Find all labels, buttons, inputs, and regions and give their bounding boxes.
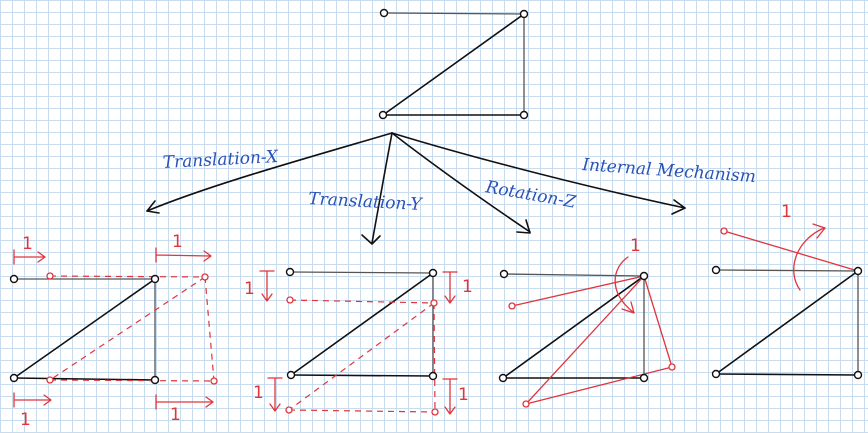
arrowhead-internal-mechanism (671, 199, 686, 215)
joint-bottom-right (150, 375, 160, 385)
displaced-right-link (433, 302, 436, 413)
unit-arrow-top-right (155, 247, 212, 263)
unit-label-2: 1 (172, 232, 183, 252)
unit-arrow-bottom-right (442, 378, 458, 415)
rotation-arc-arrowhead (812, 223, 826, 239)
rotated-top-link (723, 230, 859, 272)
displaced-diagonal-link (288, 302, 435, 411)
top-link (383, 12, 525, 15)
displaced-top-link (289, 299, 435, 304)
joint-bottom-left (9, 373, 19, 383)
joint-bottom-right (428, 371, 438, 381)
unit-arrow-top-right (442, 271, 458, 304)
displaced-joint-bottom-right (210, 377, 218, 385)
arrow-to-translation-x (146, 132, 393, 212)
diagonal-link (502, 275, 645, 379)
arrow-to-rotation-z (391, 132, 531, 233)
rotated-joint-top-left (508, 302, 516, 310)
label-rotation-z: Rotation-Z (483, 177, 578, 213)
joint-top-right (853, 266, 863, 276)
label-translation-y: Translation-Y (308, 189, 424, 215)
rotated-diagonal-link (525, 275, 645, 405)
bottom-link (13, 377, 156, 381)
arrow-to-internal-mechanism (391, 132, 686, 209)
rotated-bottom-link (525, 366, 673, 405)
arrow-to-translation-y (371, 132, 393, 244)
joint-bottom-right (853, 370, 863, 380)
rotation-arc-arrow (614, 256, 634, 313)
joint-top-right (519, 9, 529, 19)
joint-top-left (9, 274, 19, 284)
bottom-link (715, 373, 859, 376)
unit-arrow-top-left (13, 249, 46, 265)
unit-label-4: 1 (458, 385, 469, 405)
displaced-joint-top-right (201, 273, 209, 281)
unit-label-3: 1 (20, 410, 31, 430)
unit-label-3: 1 (253, 383, 264, 403)
displaced-joint-top-left (286, 296, 294, 304)
displaced-joint-top-right (430, 299, 438, 307)
unit-arrow-bottom-left (267, 377, 283, 412)
top-link (715, 269, 859, 272)
arrowhead-translation-x (146, 200, 160, 214)
rotated-joint-bottom-left (522, 400, 530, 408)
joint-top-left (285, 267, 295, 277)
joint-top-left (711, 265, 721, 275)
displaced-top-link (49, 275, 206, 278)
arrowhead-rotation-z (516, 219, 531, 234)
branch-arrows (146, 132, 686, 245)
diagonal-link (715, 270, 859, 375)
joint-bottom-right (519, 110, 529, 120)
rotation-arc-arrow (793, 227, 825, 291)
rotated-joint-bottom-right (668, 363, 676, 371)
joint-bottom-left (378, 110, 388, 120)
panel-rotation-z: 1 (498, 236, 676, 408)
unit-arrow-top-left (259, 270, 275, 302)
joint-top-right (150, 274, 160, 284)
joint-bottom-left (498, 373, 508, 383)
displaced-joint-bottom-left (46, 376, 54, 384)
bottom-link (290, 374, 434, 377)
joint-top-left (499, 269, 509, 279)
unit-label-rotation: 1 (630, 236, 641, 256)
joint-bottom-left (286, 370, 296, 380)
diagonal-link (290, 272, 434, 376)
displaced-bottom-link (49, 379, 215, 382)
displaced-diagonal-link (49, 276, 206, 381)
joint-top-right (428, 268, 438, 278)
unit-label-1: 1 (22, 234, 33, 254)
rotated-joint-top-left (720, 227, 728, 235)
diagonal-link (382, 13, 525, 116)
arrowhead-translation-y (361, 234, 381, 245)
rotation-arc-arrowhead (621, 301, 635, 314)
unit-label-1: 1 (244, 279, 255, 299)
panel-translation-x: 1 1 1 1 (9, 232, 218, 430)
joint-bottom-right (639, 373, 649, 383)
top-link (289, 271, 434, 274)
displaced-joint-top-left (46, 272, 54, 280)
displaced-right-link (204, 276, 215, 382)
unit-label-rotation: 1 (781, 202, 792, 222)
panel-translation-y: 1 1 1 1 (244, 267, 473, 416)
diagonal-link (13, 278, 156, 379)
panel-internal-mechanism: 1 (711, 202, 863, 380)
rotated-top-link (511, 275, 645, 307)
joint-top-left (379, 8, 389, 18)
unit-arrow-bottom-left (13, 392, 52, 408)
unit-label-2: 1 (462, 277, 473, 297)
original-mechanism (378, 8, 529, 120)
joint-bottom-left (711, 369, 721, 379)
displaced-joint-bottom-left (285, 406, 293, 414)
top-link (503, 273, 645, 277)
rotated-right-link (643, 275, 673, 368)
unit-label-4: 1 (170, 405, 181, 425)
displaced-bottom-link (288, 409, 436, 413)
label-translation-x: Translation-X (162, 147, 279, 173)
joint-top-right (639, 271, 649, 281)
label-internal-mechanism: Internal Mechanism (581, 155, 757, 187)
unit-arrow-bottom-right (155, 394, 214, 410)
displaced-joint-bottom-right (431, 408, 439, 416)
